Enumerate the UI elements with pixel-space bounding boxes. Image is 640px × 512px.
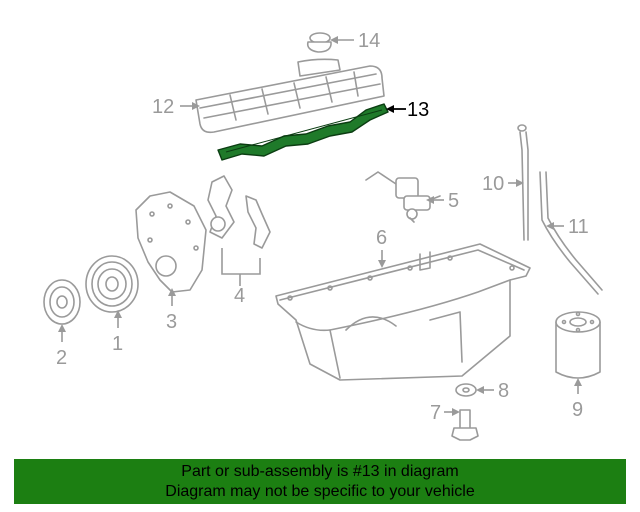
part-8-washer[interactable] <box>455 383 477 397</box>
callout-10-label: 10 <box>482 173 504 195</box>
callout-11[interactable]: 11 <box>546 216 589 238</box>
part-3-timing-cover[interactable] <box>135 191 207 293</box>
callout-12-label: 12 <box>152 96 174 118</box>
part-14-filler-cap[interactable] <box>306 32 332 53</box>
part-13-valve-cover-gasket[interactable] <box>217 103 389 161</box>
callout-3-label: 3 <box>166 311 177 333</box>
callout-3[interactable]: 3 <box>166 288 177 333</box>
callout-7-label: 7 <box>430 402 441 424</box>
footer-line-2: Diagram may not be specific to your vehi… <box>165 483 475 500</box>
part-12-valve-cover[interactable] <box>195 58 385 134</box>
callout-5-label: 5 <box>448 190 459 212</box>
callout-14-label: 14 <box>358 30 380 52</box>
part-4-timing-gaskets[interactable] <box>207 175 271 275</box>
callout-13-label: 13 <box>407 99 429 121</box>
callout-12[interactable]: 12 <box>152 96 200 118</box>
callout-7[interactable]: 7 <box>430 402 460 424</box>
part-11-dipstick-tube[interactable] <box>539 171 603 295</box>
part-2-pulley[interactable] <box>43 279 81 325</box>
callout-5[interactable]: 5 <box>426 190 459 212</box>
footer-banner: Part or sub-assembly is #13 in diagram D… <box>14 459 626 504</box>
callout-2[interactable]: 2 <box>56 324 67 369</box>
callout-6[interactable]: 6 <box>376 227 387 268</box>
part-5-fuel-pump[interactable] <box>365 171 441 223</box>
callout-11-label: 11 <box>568 216 589 238</box>
callout-1-label: 1 <box>112 333 123 355</box>
callout-9-label: 9 <box>572 399 583 421</box>
part-1-crank-pulley[interactable] <box>85 255 139 313</box>
callout-10[interactable]: 10 <box>482 173 524 195</box>
callout-8-label: 8 <box>498 380 509 402</box>
callout-9[interactable]: 9 <box>572 378 583 421</box>
callout-8[interactable]: 8 <box>476 380 509 402</box>
callout-4-label: 4 <box>234 285 245 307</box>
callout-14[interactable]: 14 <box>330 30 380 52</box>
callout-4[interactable]: 4 <box>234 274 245 307</box>
part-9-oil-filter[interactable] <box>555 311 601 379</box>
callout-13[interactable]: 13 <box>386 99 429 121</box>
callout-6-label: 6 <box>376 227 387 249</box>
footer-line-1: Part or sub-assembly is #13 in diagram <box>181 463 459 480</box>
part-7-drain-plug[interactable] <box>451 409 479 441</box>
part-6-oil-pan[interactable] <box>275 243 531 381</box>
part-10-dipstick[interactable] <box>517 124 529 241</box>
callout-1[interactable]: 1 <box>112 310 123 355</box>
callout-2-label: 2 <box>56 347 67 369</box>
